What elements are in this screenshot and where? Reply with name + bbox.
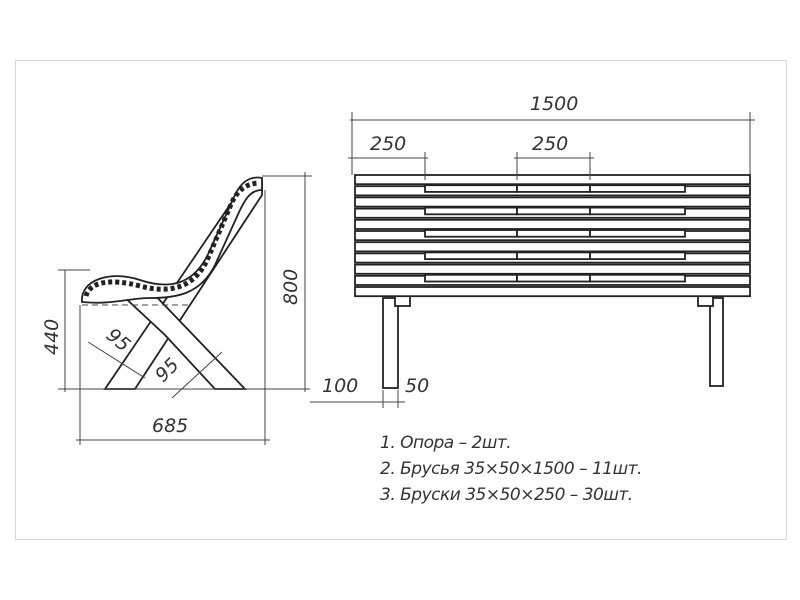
leg-bracket <box>394 295 411 307</box>
block <box>424 206 518 216</box>
dim-leg-b: 95 <box>151 354 184 387</box>
block <box>424 273 518 283</box>
slats-profile <box>83 180 259 297</box>
parts-list-item: 3. Бруски 35×50×250 – 30шт. <box>380 485 633 505</box>
block <box>516 229 591 238</box>
block <box>516 184 591 193</box>
block <box>589 229 686 238</box>
dim-block-left: 250 <box>370 133 406 155</box>
slat <box>354 286 751 298</box>
dim-total-height: 800 <box>280 269 302 305</box>
side-view: 440 800 685 95 95 <box>41 172 312 445</box>
block <box>424 184 518 193</box>
block <box>516 273 591 283</box>
dim-leg: 50 <box>405 375 429 397</box>
slat <box>354 174 751 186</box>
block <box>424 229 518 238</box>
leg-bracket <box>697 295 714 307</box>
block <box>516 251 591 261</box>
slat <box>354 241 751 253</box>
block <box>589 184 686 193</box>
parts-list: 1. Опора – 2шт. 2. Брусья 35×50×1500 – 1… <box>380 430 642 508</box>
front-view <box>354 174 751 389</box>
leg <box>382 297 399 389</box>
slat <box>354 263 751 275</box>
dim-length: 1500 <box>530 93 578 115</box>
parts-list-item: 2. Брусья 35×50×1500 – 11шт. <box>380 459 642 479</box>
dim-block-center: 250 <box>532 133 568 155</box>
block <box>516 206 591 216</box>
dim-clearance: 100 <box>322 375 358 397</box>
block <box>589 251 686 261</box>
block <box>589 273 686 283</box>
block <box>424 251 518 261</box>
slat <box>354 218 751 230</box>
dim-seat-height: 440 <box>41 319 63 355</box>
drawing-frame <box>15 60 787 540</box>
front-dimensions: 1500 250 250 100 50 <box>310 93 755 408</box>
parts-list-item: 1. Опора – 2шт. <box>380 433 512 453</box>
dim-width: 685 <box>152 415 188 437</box>
block <box>589 206 686 216</box>
leg <box>709 297 724 387</box>
slat <box>354 196 751 208</box>
